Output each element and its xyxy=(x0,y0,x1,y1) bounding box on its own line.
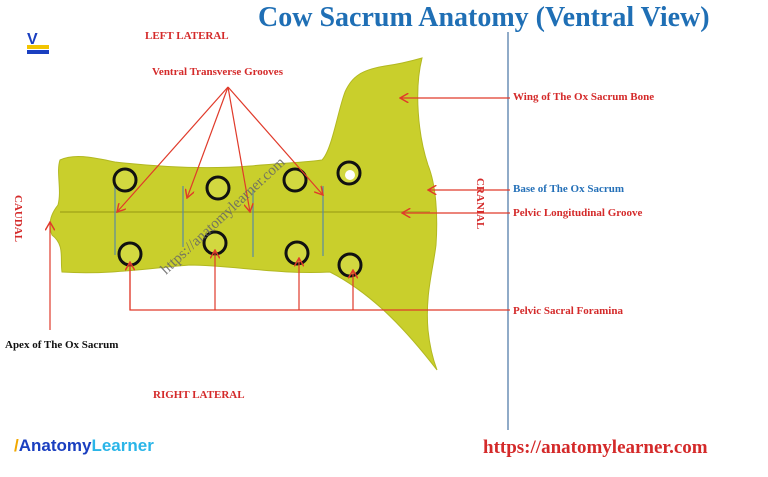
sacrum-bone xyxy=(49,57,438,371)
top-logo: V xyxy=(27,31,49,54)
left-lateral-label: LEFT LATERAL xyxy=(145,30,229,42)
caudal-label: CAUDAL xyxy=(12,195,24,243)
cranial-label: CRANIAL xyxy=(474,178,486,230)
foramina-label: Pelvic Sacral Foramina xyxy=(513,305,623,317)
right-lateral-label: RIGHT LATERAL xyxy=(153,389,245,401)
apex-label: Apex of The Ox Sacrum xyxy=(5,339,119,351)
transverse-groove-lines xyxy=(114,185,324,257)
page-title: Cow Sacrum Anatomy (Ventral View) xyxy=(258,2,710,33)
website-link[interactable]: https://anatomylearner.com xyxy=(483,437,708,458)
longitudinal-groove-label: Pelvic Longitudinal Groove xyxy=(513,207,643,219)
svg-text:V: V xyxy=(27,31,38,48)
ventral-grooves-label: Ventral Transverse Grooves xyxy=(152,66,283,78)
base-label: Base of The Ox Sacrum xyxy=(513,183,625,195)
anatomy-learner-logo: /AnatomyLearner xyxy=(14,436,154,455)
pointer-lines xyxy=(50,86,510,330)
wing-label: Wing of The Ox Sacrum Bone xyxy=(513,91,655,103)
